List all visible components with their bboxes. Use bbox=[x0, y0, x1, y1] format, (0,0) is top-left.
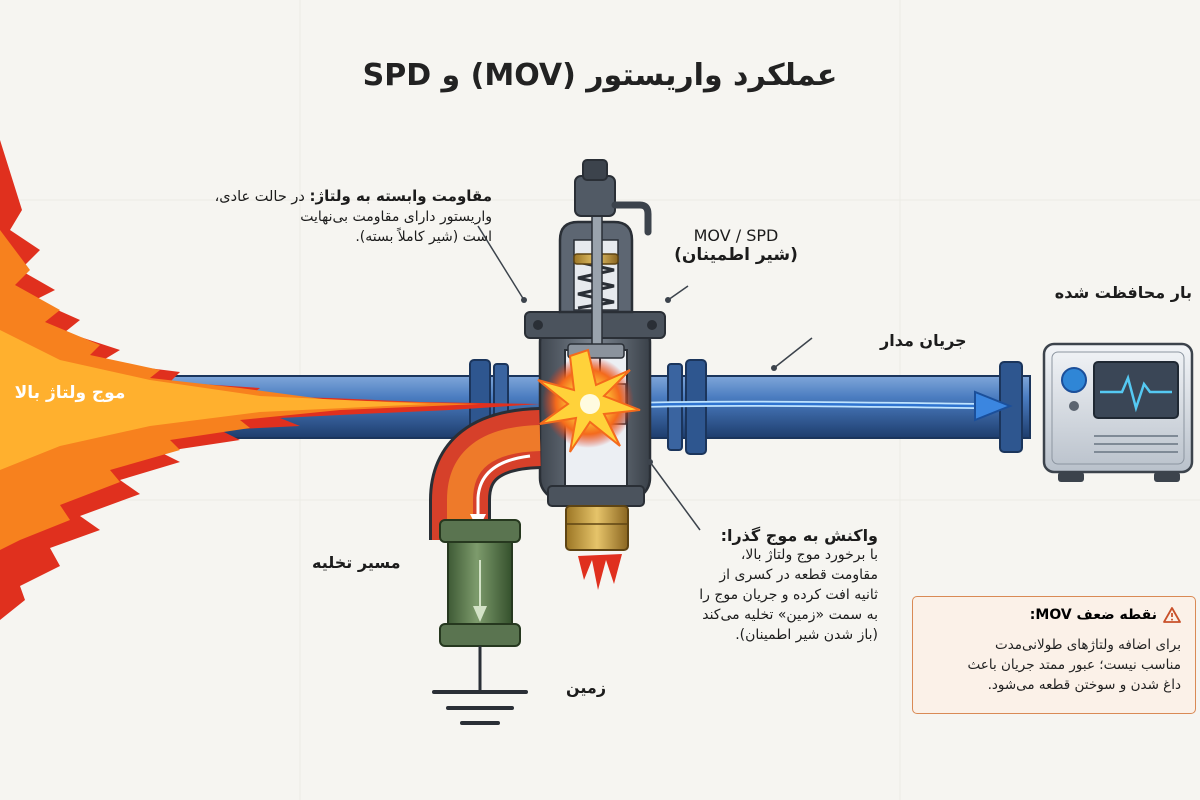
vdr-annotation: مقاومت وابسته به ولتاژ: در حالت عادی، وا… bbox=[215, 186, 492, 247]
discharge-pipe bbox=[429, 407, 542, 690]
reaction-line-2: مقاومت قطعه در کسری از bbox=[719, 567, 878, 583]
discharge-path-label: مسیر تخلیه bbox=[312, 553, 401, 572]
vdr-line-2: واریستور دارای مقاومت بی‌نهایت bbox=[300, 209, 492, 225]
surge-label: موج ولتاژ بالا bbox=[14, 383, 126, 403]
reaction-line-5: (باز شدن شیر اطمینان). bbox=[735, 627, 878, 643]
reaction-line-4: به سمت «زمین» تخلیه می‌کند bbox=[702, 607, 878, 623]
weakness-line-2: مناسب نیست؛ عبور ممتد جریان باعث bbox=[967, 657, 1181, 673]
reaction-title: واکنش به موج گذرا: bbox=[720, 526, 878, 545]
weakness-title: نقطه ضعف MOV: bbox=[1029, 607, 1157, 623]
safety-valve bbox=[524, 159, 666, 551]
warning-icon bbox=[1163, 607, 1181, 623]
vdr-title: مقاومت وابسته به ولتاژ: bbox=[309, 187, 492, 205]
weakness-body: برای اضافه ولتاژهای طولانی‌مدت مناسب نیس… bbox=[968, 635, 1181, 695]
impact-flash bbox=[537, 348, 641, 590]
leader-dots bbox=[521, 297, 777, 465]
vdr-first-line: مقاومت وابسته به ولتاژ: در حالت عادی، bbox=[215, 186, 492, 207]
weakness-line-1: برای اضافه ولتاژهای طولانی‌مدت bbox=[994, 637, 1181, 653]
reaction-line-3: ثانیه افت کرده و جریان موج را bbox=[699, 587, 878, 603]
circuit-current-label: جریان مدار bbox=[880, 331, 967, 350]
reaction-line-1: با برخورد موج ولتاژ بالا، bbox=[740, 547, 878, 563]
page-title: عملکرد واریستور (MOV) و SPD bbox=[362, 58, 838, 93]
safety-valve-text: (شیر اطمینان) bbox=[674, 245, 798, 265]
ground-symbol-icon bbox=[432, 690, 528, 725]
surge-wave-fire bbox=[0, 140, 540, 620]
weakness-header: نقطه ضعف MOV: bbox=[1030, 607, 1181, 623]
weakness-line-3: داغ شدن و سوختن قطعه می‌شود. bbox=[987, 677, 1181, 693]
reaction-annotation: واکنش به موج گذرا: با برخورد موج ولتاژ ب… bbox=[699, 526, 878, 645]
leader-lines bbox=[477, 225, 813, 531]
weakness-box: نقطه ضعف MOV: برای اضافه ولتاژهای طولانی… bbox=[912, 596, 1196, 714]
mov-spd-text: MOV / SPD bbox=[693, 226, 779, 245]
vdr-line-1: در حالت عادی، bbox=[214, 189, 305, 205]
mov-spd-label: MOV / SPD (شیر اطمینان) bbox=[672, 226, 800, 265]
protected-load-label: بار محافظت شده bbox=[1054, 283, 1192, 302]
vdr-line-3: است (شیر کاملاً بسته). bbox=[355, 229, 492, 245]
ground-label: زمین bbox=[566, 678, 607, 697]
monitor-device-icon bbox=[1042, 342, 1194, 482]
